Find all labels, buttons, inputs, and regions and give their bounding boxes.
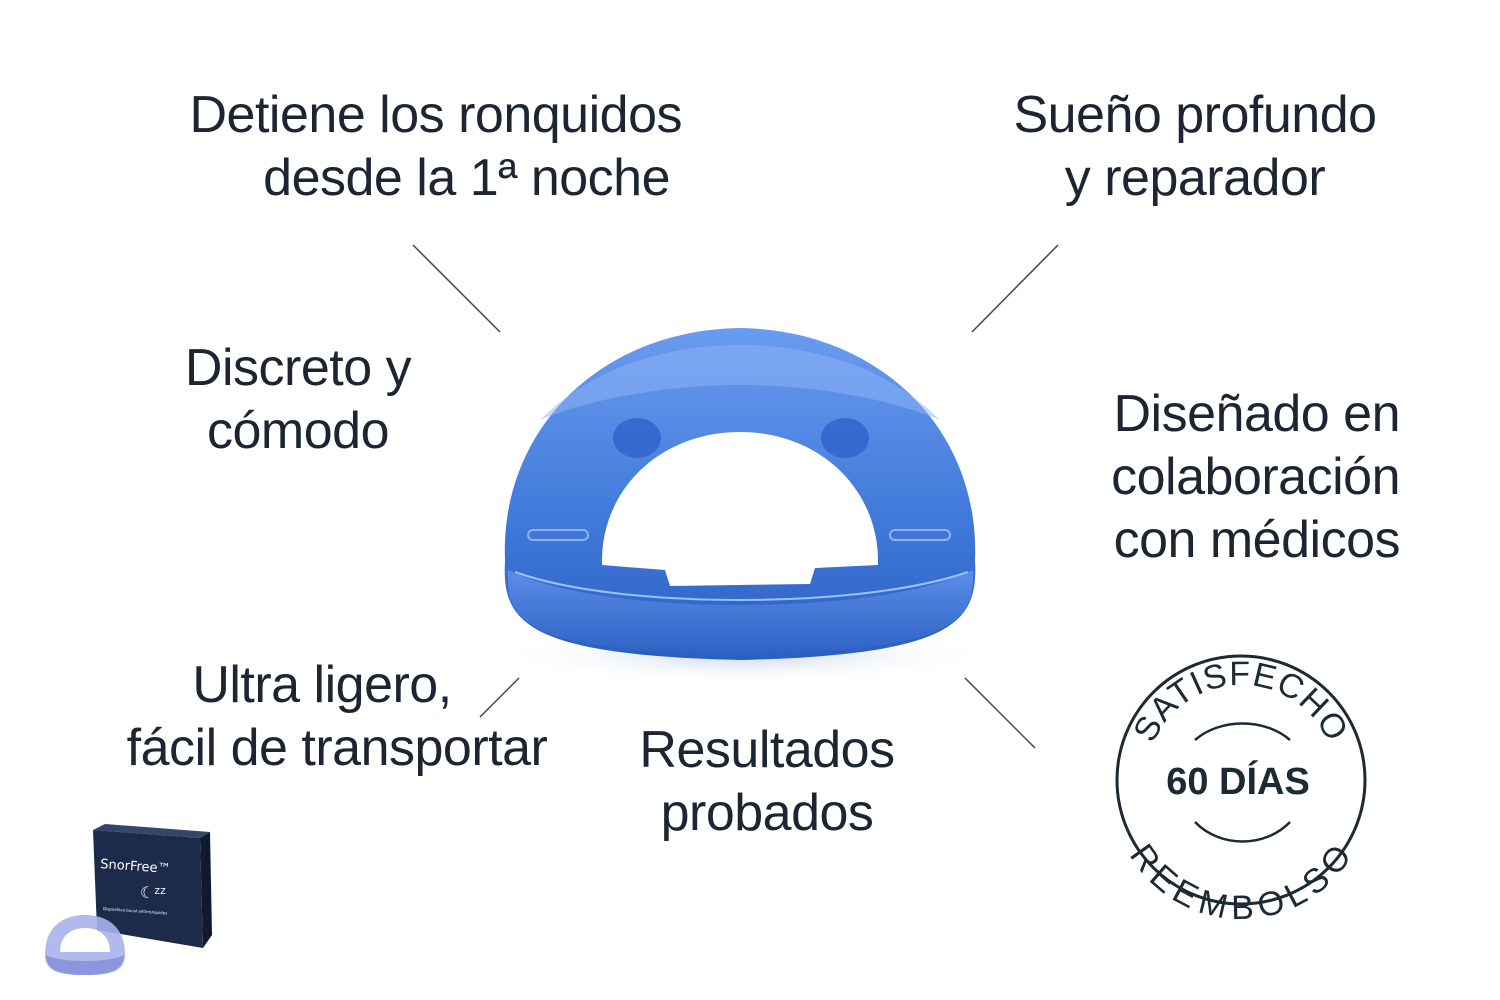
feature-line: Diseñado en	[1113, 385, 1401, 443]
box-subtitle: Dispositivo bucal antirronquidos	[103, 906, 168, 915]
seal-center-text: 60 DÍAS	[1166, 759, 1310, 803]
feature-line: Resultados	[639, 721, 895, 779]
feature-designed-with-doctors: Diseñado en colaboración con médicos	[1000, 383, 1400, 572]
feature-stops-snoring: Detiene los ronquidos desde la 1ª noche	[130, 84, 683, 210]
box-brand: SnorFree™	[100, 857, 171, 877]
feature-deep-sleep: Sueño profundo y reparador	[980, 84, 1410, 210]
guarantee-seal: SATISFECHO REEMBOLSO 60 DÍAS	[1115, 654, 1367, 927]
seal-top-text: SATISFECHO	[1126, 655, 1356, 748]
feature-line: Detiene los ronquidos	[189, 86, 683, 144]
feature-line: Discreto y	[184, 339, 412, 397]
anti-snoring-device-image	[495, 328, 995, 685]
feature-line: Ultra ligero,	[192, 656, 452, 714]
feature-ultralight: Ultra ligero, fácil de transportar	[90, 654, 584, 780]
moon-icon: ☾ᶻᶻ	[140, 885, 166, 902]
feature-discreet: Discreto y cómodo	[160, 337, 436, 463]
feature-line: y reparador	[1064, 149, 1326, 207]
feature-line: Sueño profundo	[1013, 86, 1377, 144]
connector-lines	[412, 244, 1059, 749]
feature-line: probados	[660, 784, 874, 842]
seal-bottom-text: REEMBOLSO	[1122, 837, 1359, 927]
feature-line: fácil de transportar	[126, 719, 548, 777]
feature-line: cómodo	[207, 402, 390, 460]
feature-line: con médicos	[1113, 511, 1401, 569]
product-box-image: SnorFree™ ☾ᶻᶻ Dispositivo bucal antirron…	[45, 824, 212, 975]
feature-proven-results: Resultados probados	[610, 719, 924, 845]
feature-line: desde la 1ª noche	[263, 149, 670, 207]
feature-line: colaboración	[1111, 448, 1400, 506]
